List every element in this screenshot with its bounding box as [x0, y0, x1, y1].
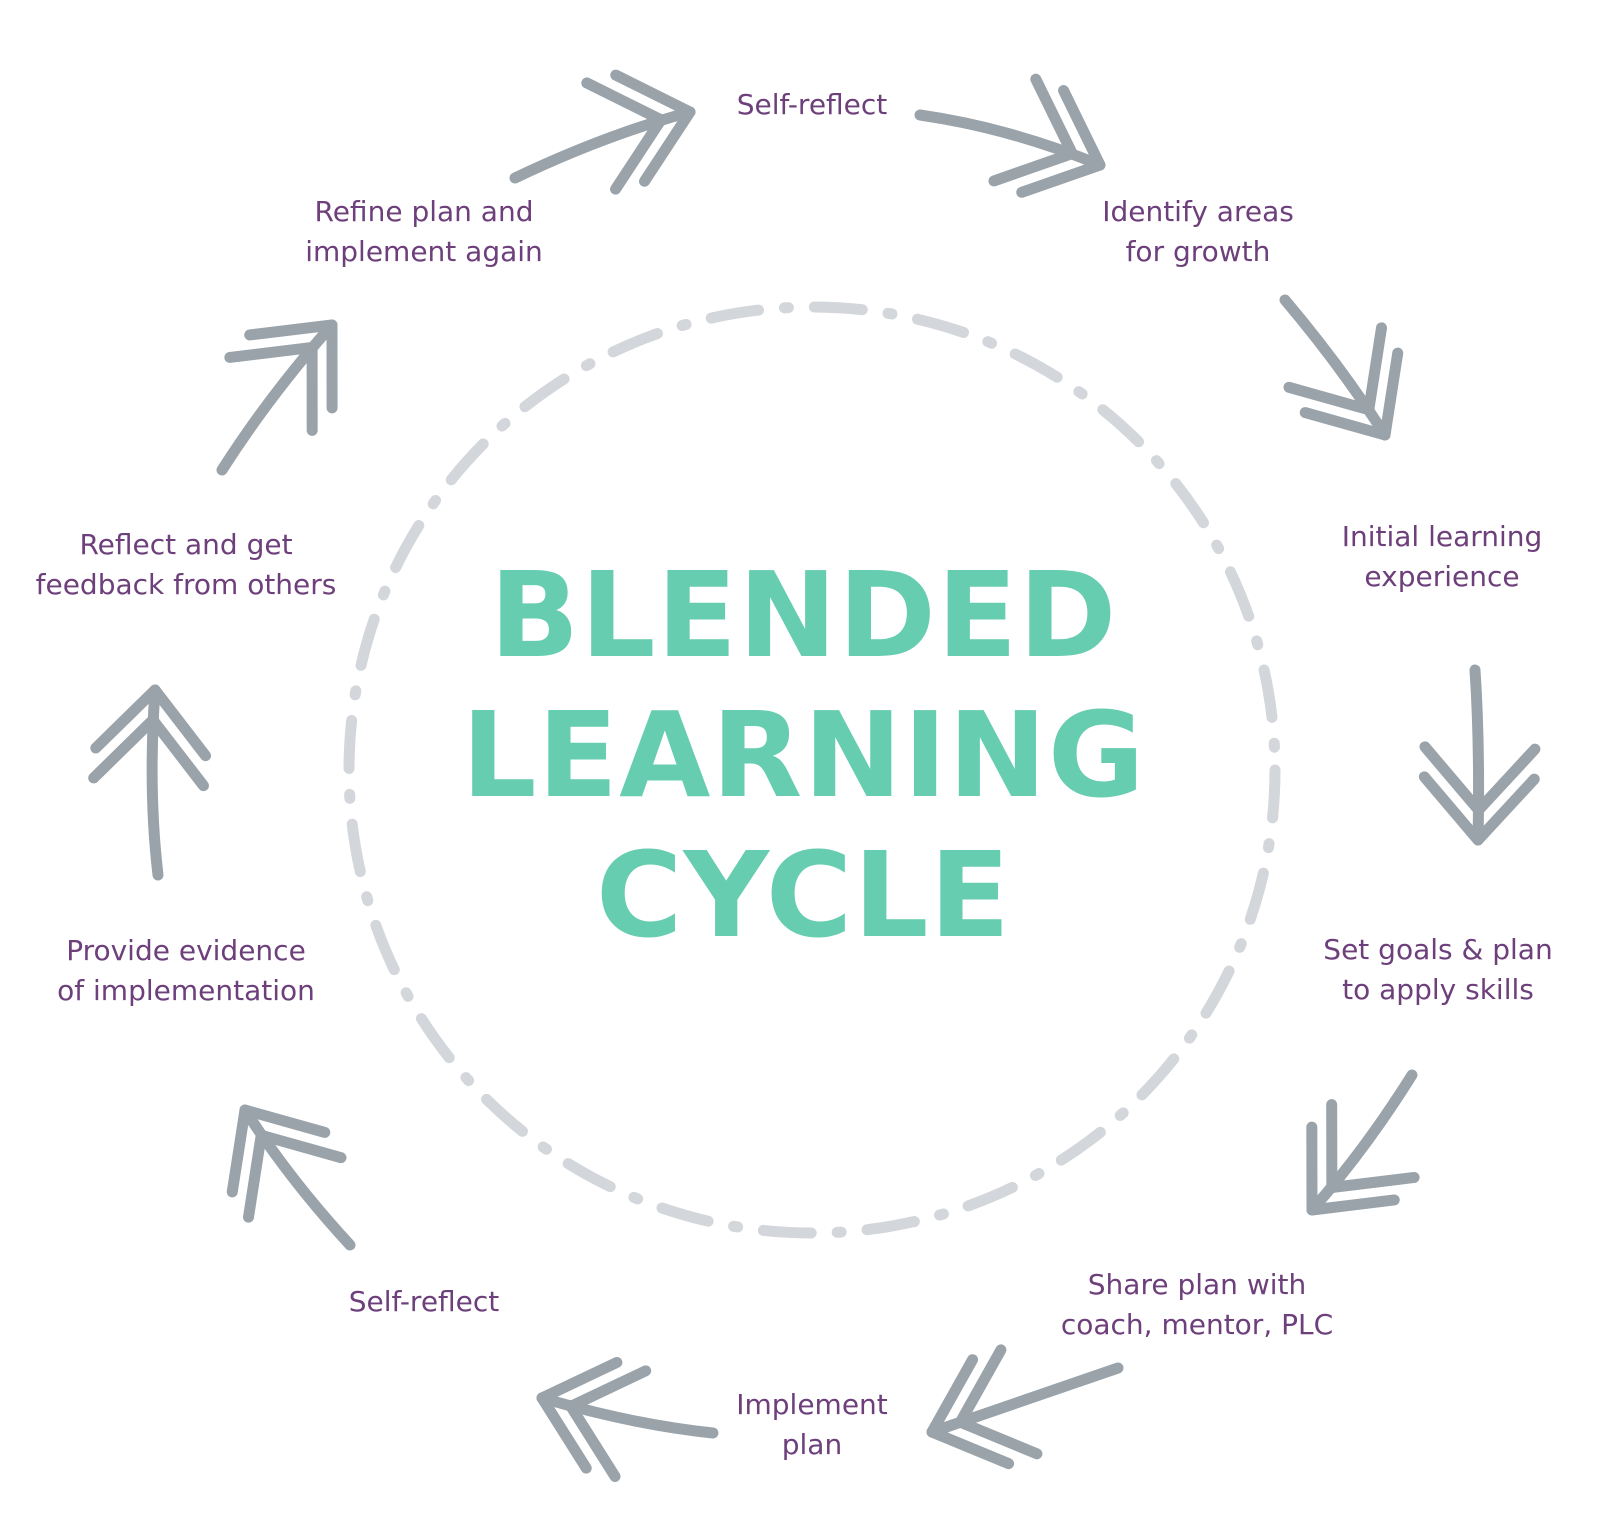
arrow-shaft: [239, 1104, 356, 1251]
chevron-arrowhead-icon: [1419, 741, 1541, 816]
cycle-arrow: [1306, 1069, 1420, 1216]
chevron-arrowhead-icon: [1016, 85, 1106, 198]
step-initial-learning: Initial learning experience: [1341, 520, 1543, 593]
cycle-arrow: [1279, 294, 1404, 441]
step-self-reflect-bottom: Self-reflect: [348, 1285, 500, 1318]
chevron-arrowhead-icon: [988, 73, 1078, 187]
chevron-arrowhead-icon: [1326, 1099, 1420, 1194]
arrow-shaft: [536, 1392, 719, 1439]
chevron-arrowhead-icon: [224, 341, 318, 436]
cycle-arrows: [88, 69, 1541, 1482]
step-self-reflect-top: Self-reflect: [736, 88, 888, 121]
chevron-arrowhead-icon: [88, 714, 209, 792]
chevron-arrowhead-icon: [954, 1344, 1043, 1460]
chevron-arrowhead-icon: [1299, 347, 1404, 441]
step-share-plan: Share plan with coach, mentor, PLC: [1060, 1268, 1334, 1341]
chevron-arrowhead-icon: [90, 684, 212, 762]
arrow-shaft: [509, 106, 696, 184]
chevron-arrowhead-icon: [610, 69, 696, 187]
cycle-arrow: [88, 684, 212, 881]
step-set-goals: Set goals & plan to apply skills: [1323, 933, 1553, 1006]
dashed-ring: [343, 301, 1281, 1239]
step-refine-plan: Refine plan and implement again: [305, 195, 543, 268]
step-identify-areas: Identify areas for growth: [1102, 195, 1294, 268]
chevron-arrowhead-icon: [565, 1365, 652, 1482]
chevron-arrowhead-icon: [536, 1356, 623, 1474]
cycle-arrow: [1418, 664, 1541, 846]
chevron-arrowhead-icon: [244, 319, 338, 414]
cycle-arrow: [926, 1344, 1124, 1470]
arrow-shaft: [1306, 1069, 1418, 1216]
arrow-shaft: [914, 109, 1106, 171]
diagram-title: BLENDED LEARNING CYCLE: [461, 545, 1145, 965]
chevron-arrowhead-icon: [1418, 771, 1540, 846]
cycle-arrow: [216, 319, 338, 476]
chevron-arrowhead-icon: [1283, 322, 1388, 416]
chevron-arrowhead-icon: [926, 1354, 1015, 1470]
cycle-arrow: [536, 1356, 719, 1482]
title-line-3: CYCLE: [595, 826, 1012, 964]
cycle-arrow: [226, 1104, 356, 1251]
chevron-arrowhead-icon: [581, 77, 667, 195]
chevron-arrowhead-icon: [226, 1104, 331, 1198]
arrow-shaft: [1279, 294, 1391, 441]
cycle-arrow: [509, 69, 696, 195]
step-implement-plan: Implement plan: [736, 1388, 888, 1461]
step-reflect-feedback: Reflect and get feedback from others: [35, 528, 337, 601]
chevron-arrowhead-icon: [1306, 1121, 1400, 1216]
arrow-shaft: [216, 319, 338, 476]
dashed-circle: [343, 301, 1281, 1239]
title-line-1: BLENDED: [489, 546, 1118, 684]
chevron-arrowhead-icon: [242, 1129, 347, 1223]
step-provide-evidence: Provide evidence of implementation: [57, 934, 315, 1007]
arrow-shaft: [1469, 664, 1485, 846]
arrow-shaft: [146, 684, 164, 881]
cycle-arrow: [914, 73, 1106, 198]
title-line-2: LEARNING: [461, 686, 1146, 824]
